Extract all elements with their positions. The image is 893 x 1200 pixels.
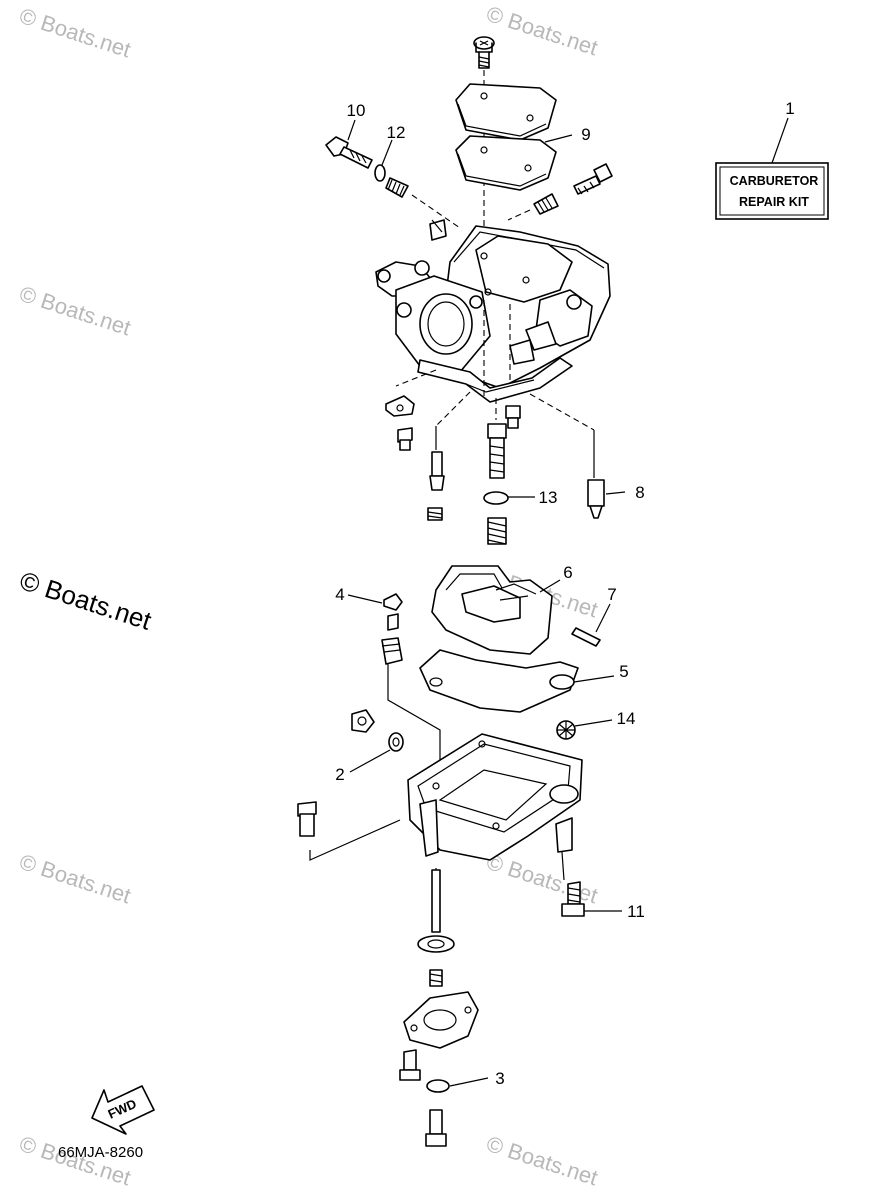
callout-13: 13	[539, 488, 558, 507]
fwd-arrow-icon: FWD	[91, 1085, 155, 1135]
callout-1: 1	[785, 99, 794, 118]
repair-kit-label: CARBURETOR REPAIR KIT	[715, 117, 829, 220]
callout-12: 12	[387, 123, 406, 142]
svg-text:© Boats.net: © Boats.net	[483, 849, 600, 908]
svg-text:© Boats.net: © Boats.net	[16, 849, 133, 908]
callout-2: 2	[335, 765, 344, 784]
float-bowl-assembly	[297, 709, 622, 1147]
under-body-parts	[385, 395, 626, 545]
diagram-code: 66MJA-8260	[58, 1144, 143, 1161]
callout-4: 4	[335, 585, 344, 604]
repair-kit-line2: REPAIR KIT	[739, 195, 809, 209]
pilot-screw-assembly	[325, 119, 613, 229]
svg-text:© Boats.net: © Boats.net	[483, 1, 600, 60]
callout-8: 8	[635, 483, 644, 502]
carburetor-body	[375, 219, 611, 431]
callout-10: 10	[347, 101, 366, 120]
watermark-mid-left: © Boats.net	[16, 281, 133, 340]
callout-14: 14	[617, 709, 636, 728]
watermark-lower-center: © Boats.net	[483, 849, 600, 908]
watermark-top-center: © Boats.net	[483, 1, 600, 60]
callouts: 1 2 3 4 5 6 7 8 9 10 11 12 13 14	[335, 99, 794, 1088]
svg-text:© Boats.net: © Boats.net	[16, 281, 133, 340]
watermark-bottom-center: © Boats.net	[483, 1131, 600, 1190]
callout-7: 7	[607, 585, 616, 604]
watermark-large-left: © Boats.net	[16, 565, 156, 636]
top-cover-assembly	[455, 36, 573, 250]
repair-kit-line1: CARBURETOR	[730, 174, 819, 188]
callout-6: 6	[563, 563, 572, 582]
svg-text:© Boats.net: © Boats.net	[483, 1131, 600, 1190]
svg-text:© Boats.net: © Boats.net	[16, 565, 156, 636]
svg-text:© Boats.net: © Boats.net	[16, 3, 133, 62]
float-assembly	[347, 565, 615, 760]
watermark-lower-left: © Boats.net	[16, 849, 133, 908]
watermark-top-left: © Boats.net	[16, 3, 133, 62]
callout-3: 3	[495, 1069, 504, 1088]
callout-9: 9	[581, 125, 590, 144]
callout-5: 5	[619, 662, 628, 681]
callout-11: 11	[627, 902, 645, 921]
